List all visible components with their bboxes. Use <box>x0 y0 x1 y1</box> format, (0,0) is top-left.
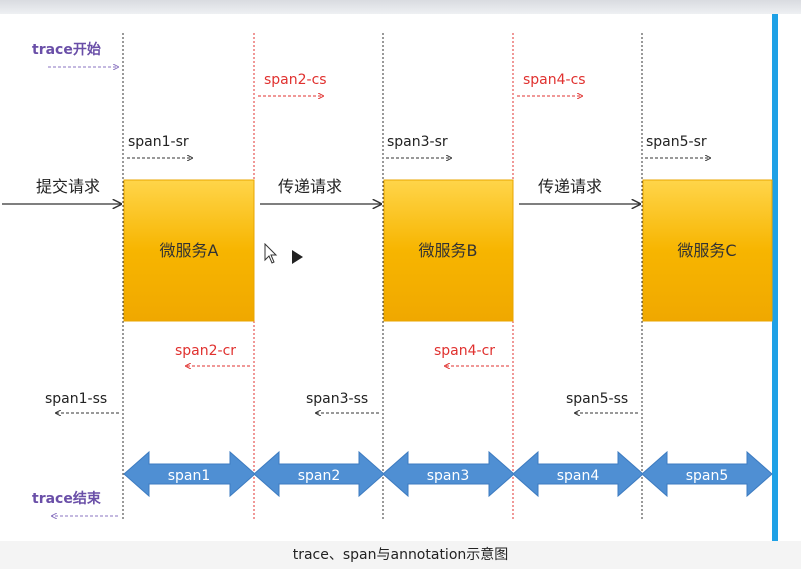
span3-arrow: span3 <box>382 450 515 498</box>
window-top-bar <box>0 0 801 14</box>
span1-arrow: span1 <box>123 450 256 498</box>
span2-arrow: span2 <box>253 450 385 498</box>
request-label-1: 提交请求 <box>36 177 100 196</box>
span5-ss-label: span5-ss <box>566 391 628 407</box>
span3-sr-label: span3-sr <box>387 134 448 150</box>
span2-cs-label: span2-cs <box>264 72 327 88</box>
diagram-caption: trace、span与annotation示意图 <box>292 547 509 563</box>
span3-ss-label: span3-ss <box>306 391 368 407</box>
play-icon[interactable] <box>292 250 303 264</box>
span4-label: span4 <box>557 468 600 484</box>
service-b-label: 微服务B <box>419 241 478 260</box>
request-label-3: 传递请求 <box>538 177 602 196</box>
service-c-box <box>642 179 773 322</box>
service-c-label: 微服务C <box>677 241 736 260</box>
service-a-box <box>123 179 255 322</box>
span3-label: span3 <box>427 468 470 484</box>
cursor-icon <box>264 243 278 264</box>
right-accent-bar <box>772 14 778 541</box>
span1-label: span1 <box>168 468 211 484</box>
span5-label: span5 <box>686 468 729 484</box>
span1-sr-label: span1-sr <box>128 134 189 150</box>
span4-arrow: span4 <box>512 450 644 498</box>
span2-cr-label: span2-cr <box>175 343 236 359</box>
bottom-bar <box>0 541 801 569</box>
span4-cr-label: span4-cr <box>434 343 495 359</box>
trace-start-label: trace开始 <box>32 41 101 58</box>
span5-sr-label: span5-sr <box>646 134 707 150</box>
span4-cs-label: span4-cs <box>523 72 586 88</box>
span1-ss-label: span1-ss <box>45 391 107 407</box>
service-b-box <box>383 179 514 322</box>
service-a-label: 微服务A <box>160 241 219 260</box>
span2-label: span2 <box>298 468 341 484</box>
span5-arrow: span5 <box>641 450 773 498</box>
trace-end-label: trace结束 <box>32 490 102 507</box>
request-label-2: 传递请求 <box>278 177 342 196</box>
